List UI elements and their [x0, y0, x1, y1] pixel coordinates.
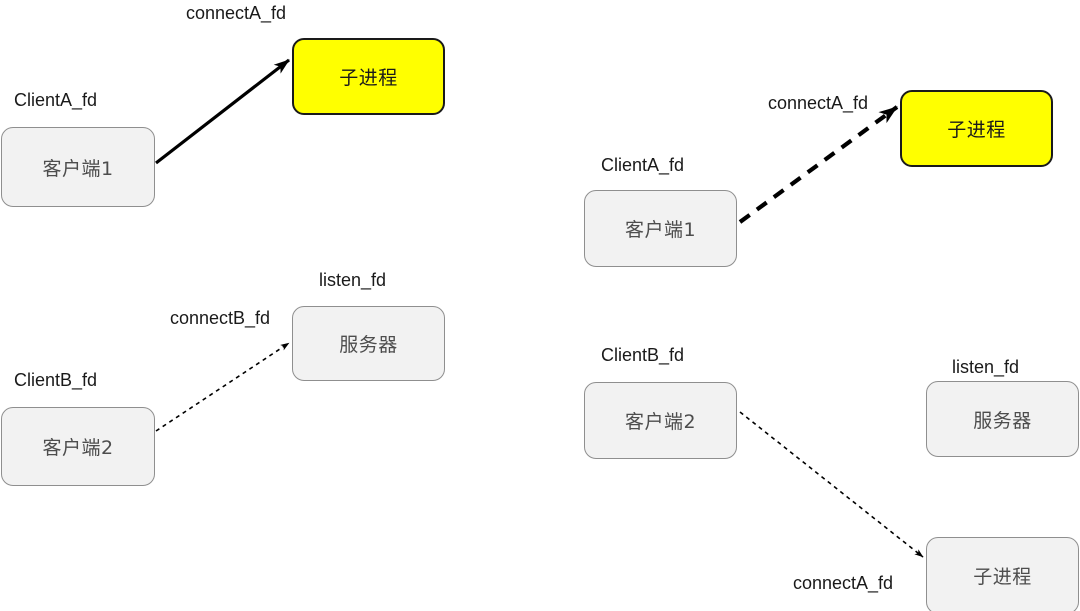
connection-arrow: [155, 342, 290, 432]
node-label: 客户端1: [42, 157, 114, 180]
node-right-client1[interactable]: 客户端1: [584, 190, 737, 267]
node-label: 客户端1: [624, 219, 697, 241]
node-label: 服务器: [339, 334, 398, 356]
fd-label: listen_fd: [319, 270, 387, 290]
node-right-child1[interactable]: 子进程: [900, 90, 1053, 167]
node-label: 子进程: [947, 119, 1006, 141]
node-label: 客户端2: [624, 411, 697, 433]
edge-label: connectA_fd: [793, 573, 894, 593]
node-label: 客户端2: [42, 437, 114, 459]
connection-arrow: [738, 105, 899, 224]
node-label: 服务器: [973, 409, 1032, 432]
node-left-client1[interactable]: 客户端1: [1, 127, 155, 207]
node-label: 子进程: [339, 67, 398, 89]
edge-label: connectA_fd: [186, 3, 287, 23]
node-left-client2[interactable]: 客户端2: [1, 407, 155, 486]
node-right-client2[interactable]: 客户端2: [584, 382, 737, 459]
fd-label: ClientA_fd: [601, 155, 685, 175]
connection-arrow: [739, 411, 924, 558]
fd-label: ClientA_fd: [14, 90, 98, 110]
fd-label: ClientB_fd: [14, 370, 98, 390]
fd-label: ClientB_fd: [601, 345, 685, 365]
edge-label: connectB_fd: [170, 308, 271, 328]
connection-arrow: [155, 58, 290, 165]
node-right-server[interactable]: 服务器: [926, 381, 1079, 457]
edge-label: connectA_fd: [768, 93, 869, 113]
node-left-server[interactable]: 服务器: [292, 306, 445, 381]
fd-label: listen_fd: [952, 357, 1020, 377]
node-right-child2[interactable]: 子进程: [926, 537, 1079, 611]
node-left-child[interactable]: 子进程: [292, 38, 445, 115]
node-label: 子进程: [973, 566, 1032, 588]
